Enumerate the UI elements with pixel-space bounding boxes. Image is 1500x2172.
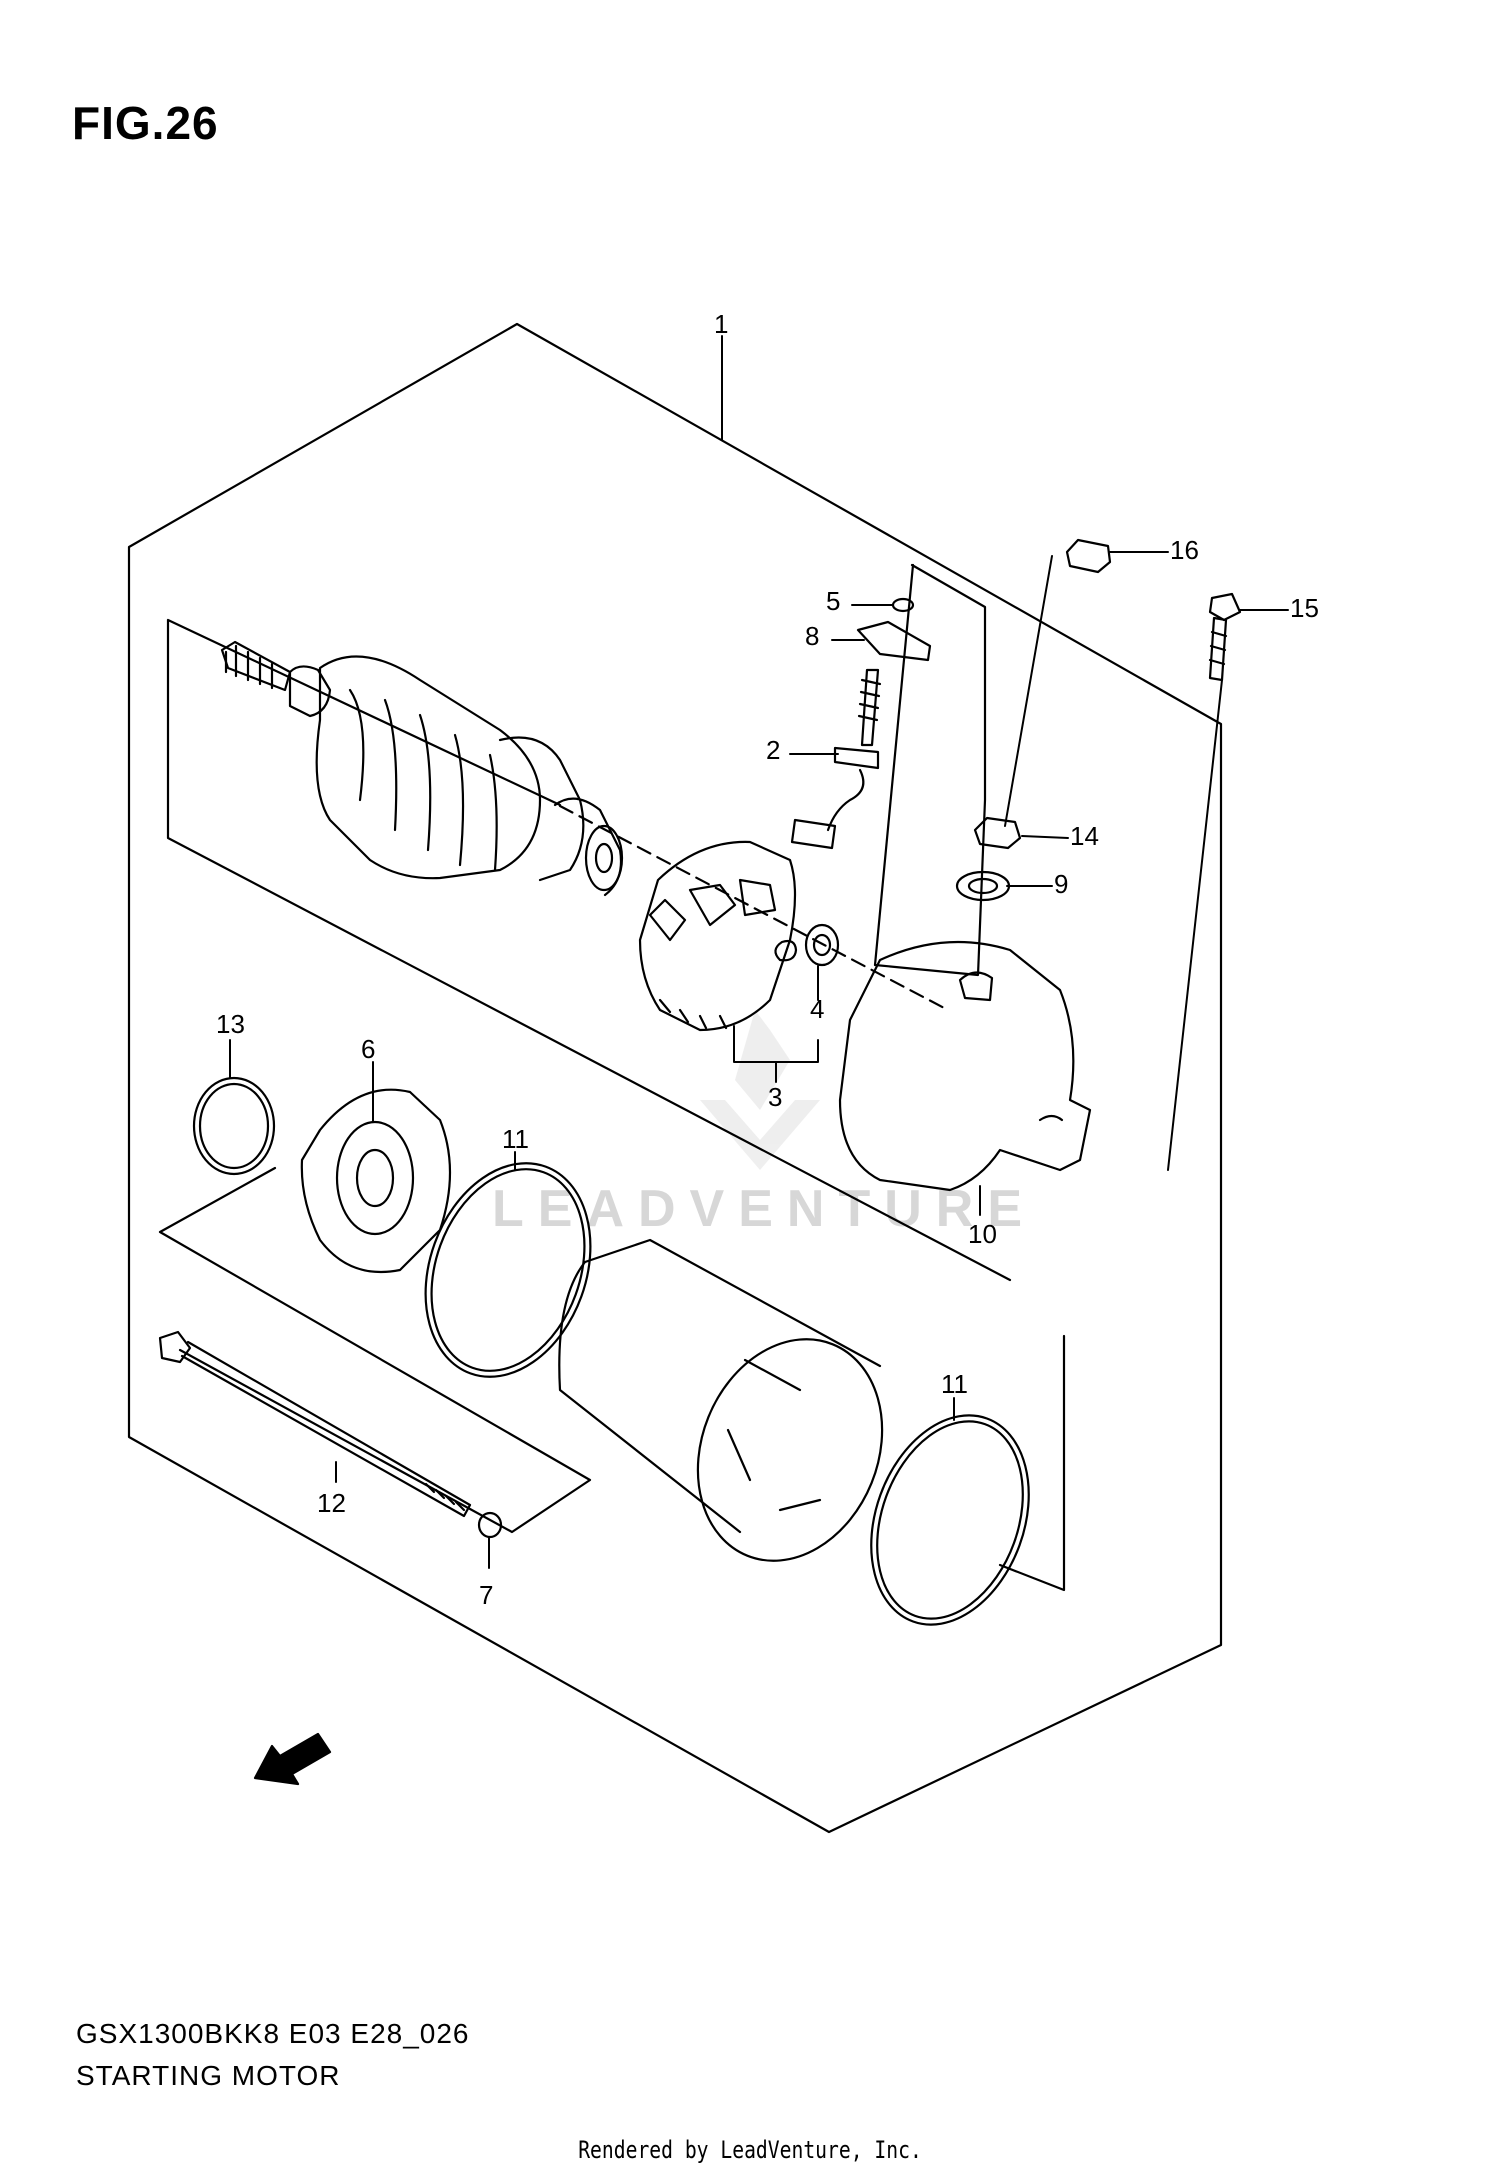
leader-lines: [229, 335, 1289, 1569]
callout-15: 15: [1290, 593, 1319, 623]
insulator-plate-icon: [856, 620, 932, 662]
bolt-15-icon: [1208, 592, 1242, 682]
callout-12: 12: [317, 1488, 346, 1518]
o-ring-13-inner: [198, 1082, 270, 1170]
callout-11a: 11: [502, 1124, 529, 1154]
rod-group-outline: [158, 1166, 592, 1534]
callout-13: 13: [216, 1009, 245, 1039]
nut-16-icon: [1065, 538, 1112, 574]
nut-14-icon: [973, 816, 1022, 850]
front-cover-icon: [300, 1088, 452, 1274]
callout-11b: 11: [941, 1369, 968, 1399]
callout-2: 2: [766, 735, 780, 765]
o-ring-11a-icon: [424, 1162, 592, 1378]
armature-group-outline: [166, 618, 1012, 1282]
o-ring-11b-inner: [876, 1420, 1024, 1620]
figure-title: FIG.26: [72, 97, 219, 149]
o-ring-11b-icon: [870, 1414, 1030, 1626]
callout-3: 3: [768, 1082, 782, 1112]
callout-16: 16: [1170, 535, 1199, 565]
callout-8: 8: [805, 621, 819, 651]
callout-9: 9: [1054, 869, 1068, 899]
fwd-arrow-icon: [253, 1732, 332, 1786]
o-ring-11a-inner: [430, 1168, 586, 1372]
callout-7: 7: [479, 1580, 493, 1610]
o-ring-13-icon: [192, 1076, 276, 1176]
callout-4: 4: [810, 994, 824, 1024]
callout-1: 1: [714, 309, 728, 339]
yoke-group-outline: [998, 1334, 1066, 1592]
spring-icon: [774, 923, 840, 967]
model-code: GSX1300BKK8 E03 E28_026: [76, 2018, 470, 2049]
through-bolt-icon: [158, 1330, 472, 1518]
yoke-icon: [558, 1238, 884, 1562]
section-name: STARTING MOTOR: [76, 2060, 341, 2091]
brush-group-outline: [873, 563, 987, 977]
leadventure-logo-icon: [700, 1010, 820, 1170]
armature-icon: [220, 640, 624, 897]
brush-holder-icon: [638, 840, 797, 1032]
terminal-bolt-icon: [790, 668, 882, 850]
callout-5: 5: [826, 586, 840, 616]
callout-14: 14: [1070, 821, 1099, 851]
center-dash-line: [558, 804, 950, 1012]
callout-10: 10: [968, 1219, 997, 1249]
rendered-by-credit: Rendered by LeadVenture, Inc.: [578, 2136, 922, 2164]
assembly-outline: [127, 322, 1223, 1834]
watermark-text: LEADVENTURE: [492, 1180, 1036, 1238]
end-housing-icon: [838, 940, 1092, 1192]
callout-6: 6: [361, 1034, 375, 1064]
